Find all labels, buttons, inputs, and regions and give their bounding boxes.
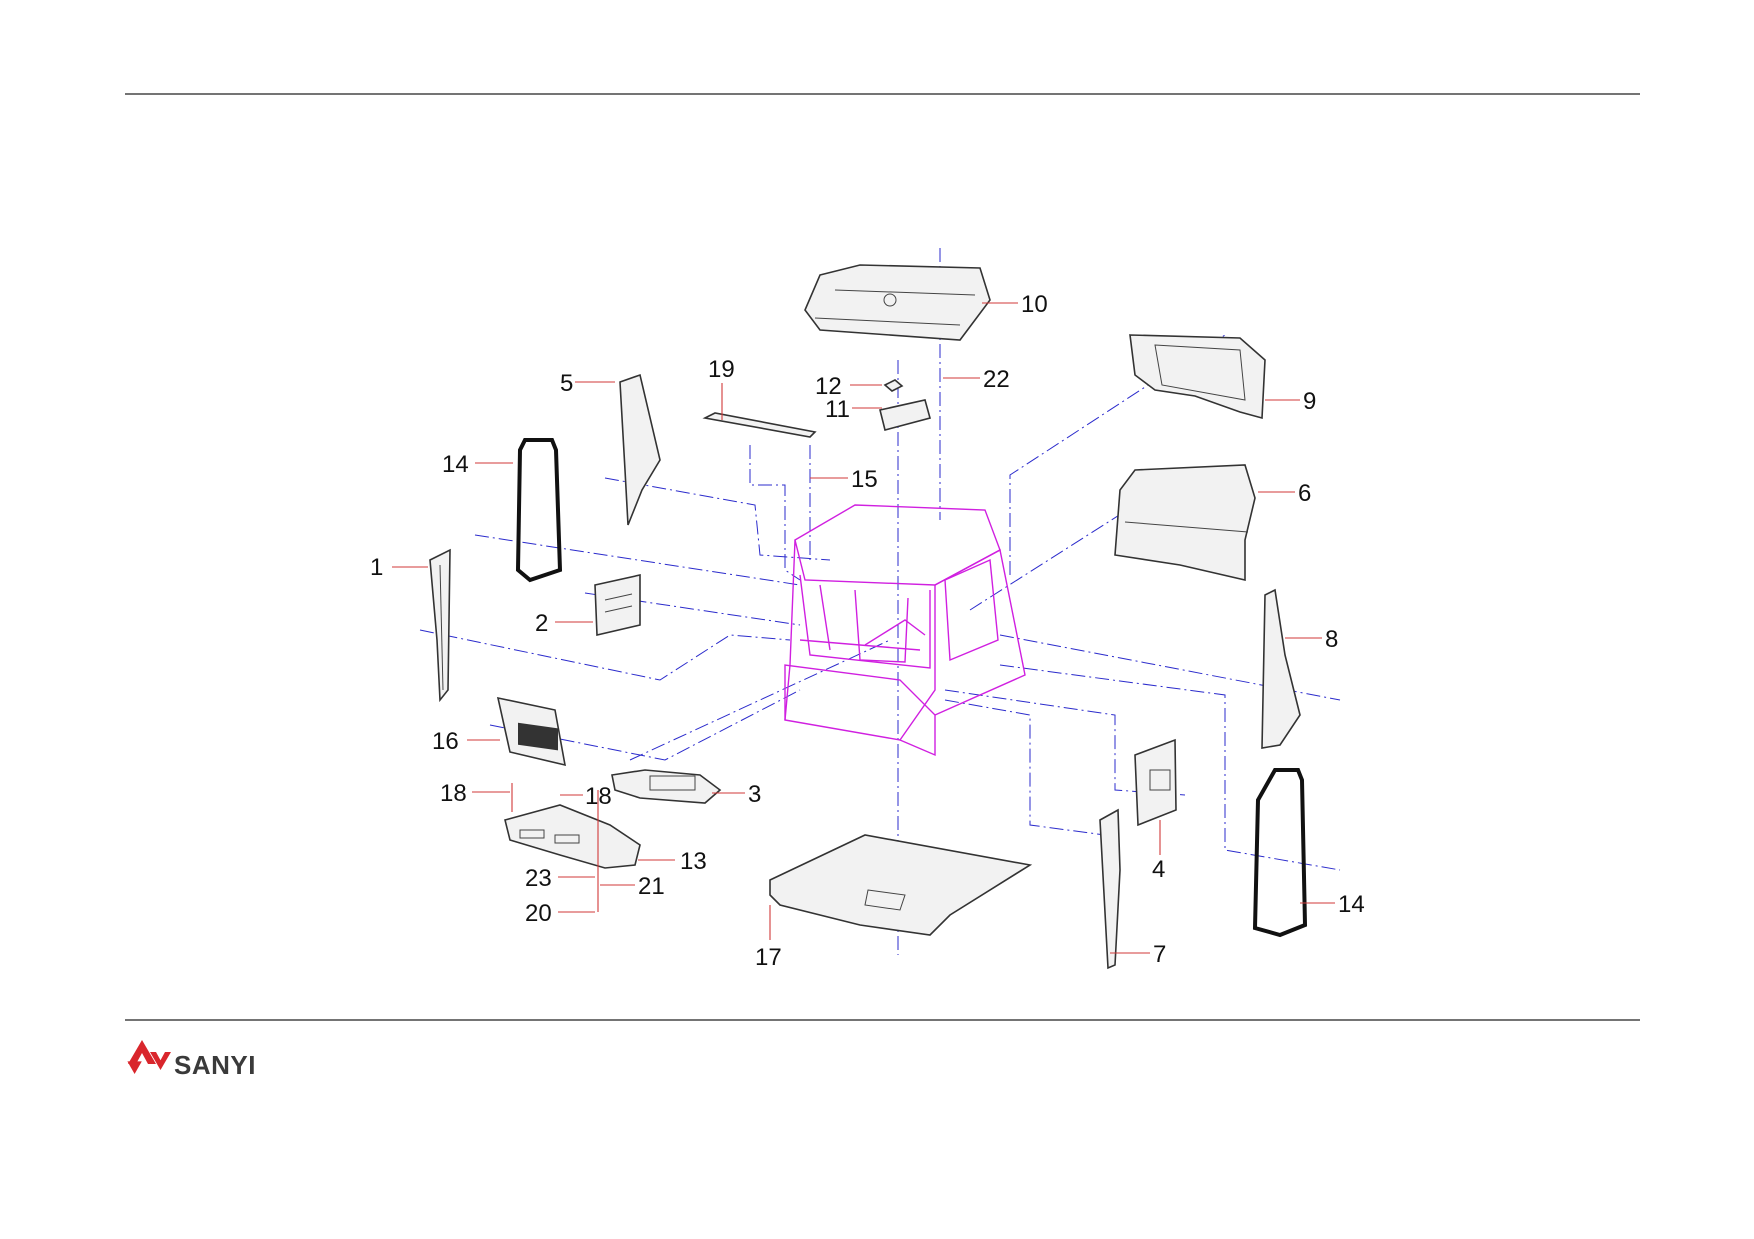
callout-11: 11	[825, 396, 850, 423]
callout-15: 15	[851, 466, 878, 493]
part-6-back-panel	[1114, 464, 1256, 582]
part-9-rear-window-frame	[1129, 334, 1266, 420]
callout-16: 16	[432, 728, 459, 755]
callout-14-right: 14	[1338, 891, 1365, 918]
callout-8: 8	[1325, 626, 1338, 653]
callout-18-left: 18	[440, 780, 467, 807]
callout-22: 22	[983, 366, 1010, 393]
part-11-block	[879, 399, 931, 431]
callout-17: 17	[755, 944, 782, 971]
part-17-floor-plate	[769, 834, 1033, 936]
part-1-pillar	[429, 548, 451, 703]
logo-mark-icon	[128, 1040, 156, 1064]
part-16-grille	[496, 696, 567, 767]
part-7-pillar	[1099, 808, 1121, 970]
part-5-pillar	[619, 373, 661, 526]
brand-logo: SANYI	[127, 1040, 256, 1080]
callout-6: 6	[1298, 480, 1311, 507]
part-14-window-left	[515, 438, 563, 583]
cab-frame	[784, 504, 1026, 757]
part-14-window-right	[1252, 768, 1308, 938]
brand-name: SANYI	[174, 1050, 256, 1080]
callout-12: 12	[815, 373, 842, 400]
callouts: 1 2 3 4 5 6 7 8 9 10 11 12 13 14 14 15 1…	[370, 291, 1365, 971]
callout-18-right: 18	[585, 783, 612, 810]
part-8-pillar	[1261, 588, 1301, 749]
part-10-roof	[804, 264, 991, 341]
callout-4: 4	[1152, 856, 1165, 883]
part-12-plate	[883, 379, 904, 392]
callout-21: 21	[638, 873, 665, 900]
leader-lines	[392, 302, 1335, 954]
part-2-panel	[594, 574, 641, 636]
callout-19: 19	[708, 356, 735, 383]
callout-10: 10	[1021, 291, 1048, 318]
part-3-trim	[611, 769, 722, 804]
part-4-panel	[1134, 738, 1177, 827]
callout-14-left: 14	[442, 451, 469, 478]
callout-3: 3	[748, 781, 761, 808]
callout-23: 23	[525, 865, 552, 892]
callout-7: 7	[1153, 941, 1166, 968]
callout-5: 5	[560, 370, 573, 397]
callout-20: 20	[525, 900, 552, 927]
part-19-rod	[702, 412, 817, 438]
part-13-dashboard	[504, 804, 641, 869]
callout-2: 2	[535, 610, 548, 637]
callout-9: 9	[1303, 388, 1316, 415]
callout-1: 1	[370, 554, 383, 581]
callout-13: 13	[680, 848, 707, 875]
